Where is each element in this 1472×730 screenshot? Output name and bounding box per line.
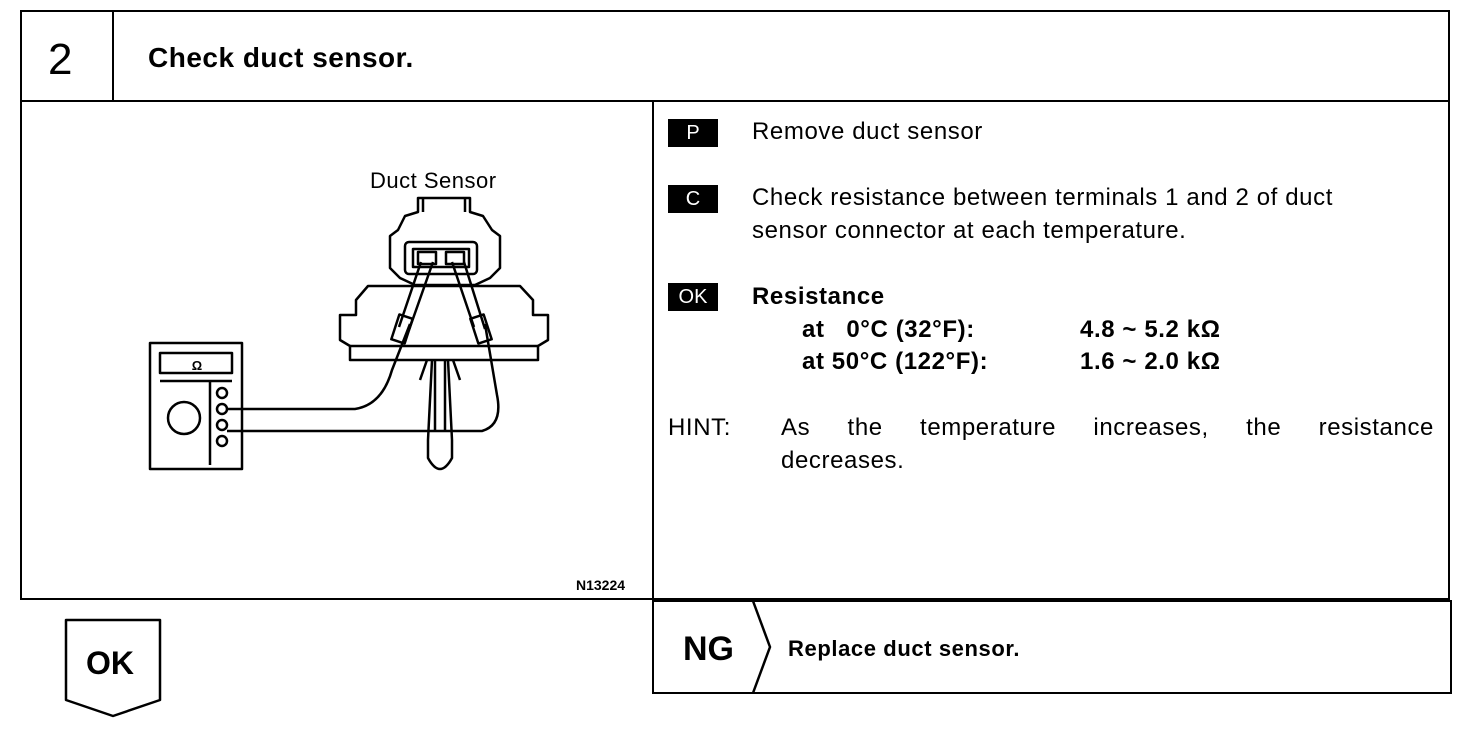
p-badge: P bbox=[668, 119, 718, 147]
p-text: Remove duct sensor bbox=[752, 118, 983, 145]
figure-caption: Duct Sensor bbox=[370, 168, 497, 193]
figure-divider bbox=[652, 100, 654, 600]
hint-label: HINT: bbox=[668, 414, 731, 441]
ng-action-text: Replace duct sensor. bbox=[788, 636, 1021, 661]
sensor-base bbox=[338, 284, 550, 362]
ohmmeter-body bbox=[148, 341, 244, 471]
c-badge: C bbox=[668, 185, 718, 213]
ok-badge: OK bbox=[668, 283, 718, 311]
spec-row-2-condition: at 50°C (122°F): bbox=[802, 348, 989, 375]
ng-result-box bbox=[652, 600, 1452, 694]
figure-id: N13224 bbox=[576, 577, 626, 593]
spec-row-1-condition: at 0°C (32°F): bbox=[802, 316, 975, 343]
hint-line1: As the temperature increases, the resist… bbox=[781, 414, 1434, 441]
test-lead-2 bbox=[227, 323, 500, 433]
ng-divider-chevron bbox=[751, 600, 772, 694]
ok-result-label: OK bbox=[86, 645, 134, 681]
spec-row-2-value: 1.6 ~ 2.0 kΩ bbox=[1080, 348, 1221, 375]
ng-result-label: NG bbox=[683, 630, 734, 668]
ohm-symbol: Ω bbox=[192, 358, 202, 373]
duct-sensor-illustration: Ω bbox=[148, 196, 550, 471]
step-title: Check duct sensor. bbox=[148, 42, 414, 73]
spec-title: Resistance bbox=[752, 283, 885, 310]
sensor-connector-housing bbox=[388, 196, 502, 287]
c-text-line2: sensor connector at each temperature. bbox=[752, 217, 1187, 244]
c-text-line1: Check resistance between terminals 1 and… bbox=[752, 184, 1333, 211]
test-lead-1 bbox=[227, 323, 412, 411]
spec-row-1-value: 4.8 ~ 5.2 kΩ bbox=[1080, 316, 1221, 343]
probe-2 bbox=[450, 261, 487, 330]
sensor-stem bbox=[426, 359, 454, 471]
ok-result-marker bbox=[64, 618, 162, 718]
step-box bbox=[20, 10, 1450, 600]
header-divider bbox=[20, 100, 1450, 102]
hint-line2: decreases. bbox=[781, 447, 905, 474]
step-number-divider bbox=[112, 10, 114, 100]
probe-1 bbox=[397, 261, 435, 331]
step-number: 2 bbox=[48, 35, 73, 84]
ohmmeter-display bbox=[158, 351, 234, 375]
ohmmeter-dial bbox=[166, 400, 202, 436]
